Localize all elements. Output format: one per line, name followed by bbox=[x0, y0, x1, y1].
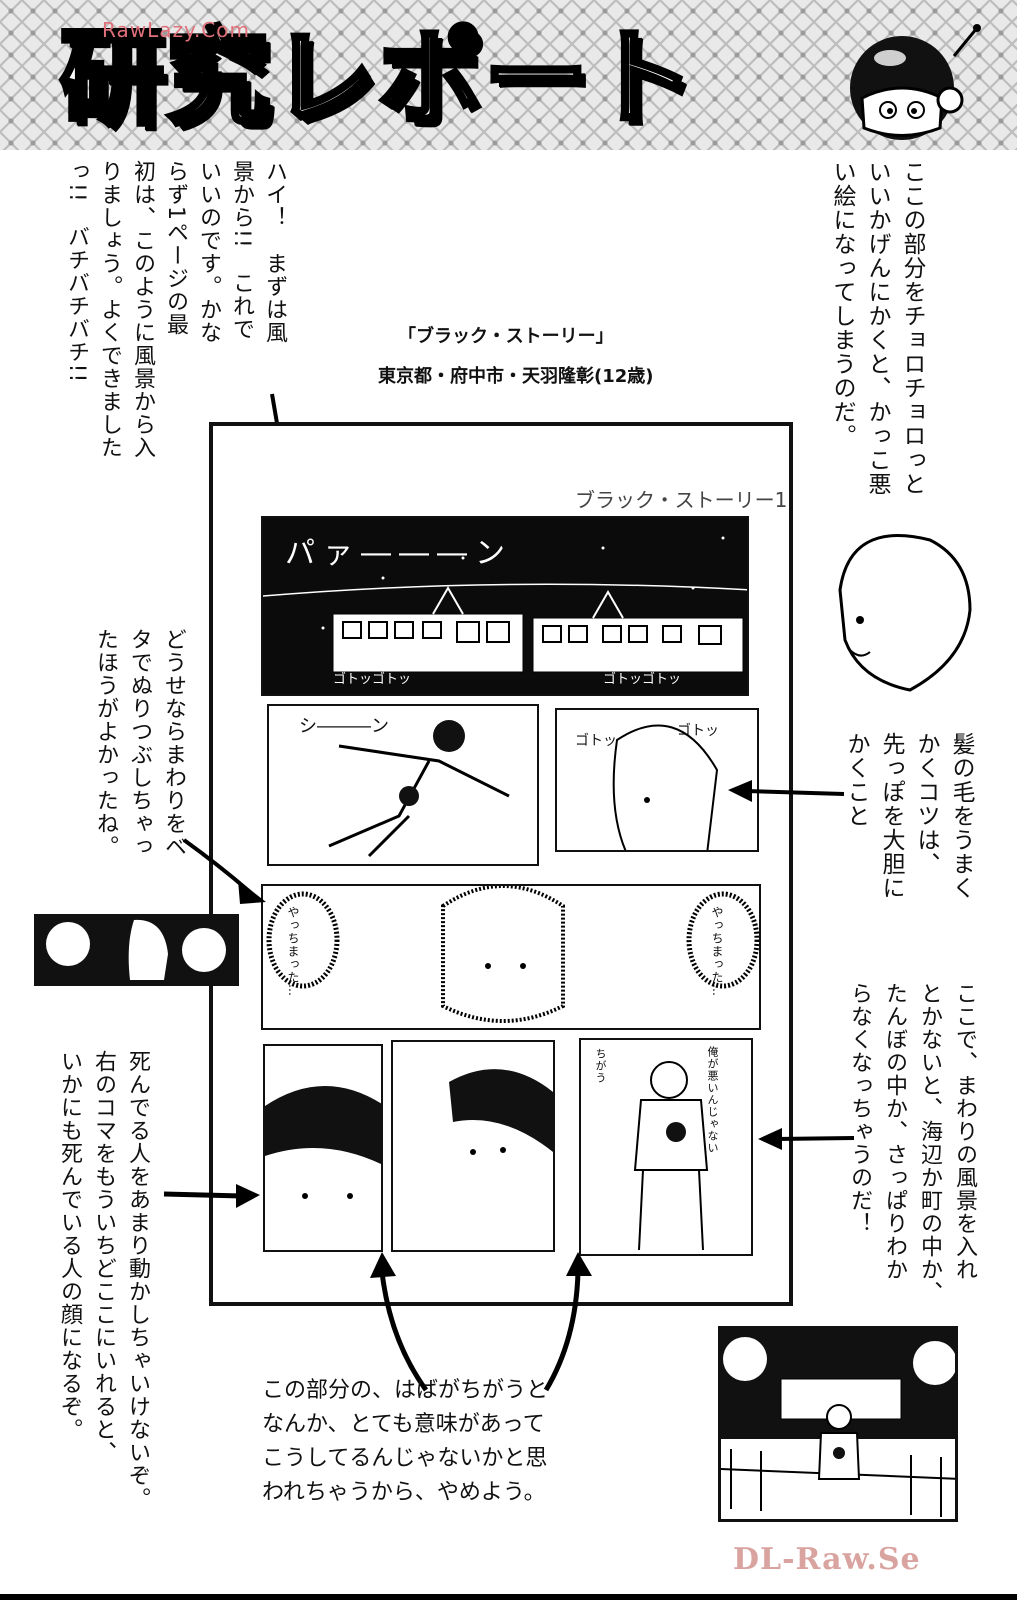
sfx-gotogoto-2: ゴトッゴトッ bbox=[603, 672, 682, 687]
panel-face-1 bbox=[263, 1044, 383, 1252]
mascot-helmet-icon bbox=[850, 24, 981, 140]
note-mid-left: どうせならまわりをベ タでぬりつぶしちゃっ たほうがよかったね。 bbox=[93, 628, 186, 858]
arrow-right-icon bbox=[163, 1184, 260, 1208]
standing-figure-icon bbox=[633, 1061, 709, 1251]
note-top-right: ここの部分をチョロチョロっと いいかげんにかくと、かっこ悪 い絵になってしまうの… bbox=[829, 160, 925, 496]
bubble-ore-ga-warui: 俺が悪いんじゃない bbox=[706, 1046, 719, 1154]
background-example-panel bbox=[718, 1326, 958, 1522]
note-lower-right: ここで、まわりの風景を入れ とかないと、海辺か町の中か、 たんぼの中か、さっぱり… bbox=[847, 982, 977, 1304]
manga-page-title: ブラック・ストーリー1 bbox=[575, 488, 788, 512]
panel-body: シ―――ン bbox=[267, 704, 539, 866]
note-top-left: ハイ！ まずは風 景から!! これで いいのです。かな らず1ページの最 初は、… bbox=[64, 160, 287, 459]
spiky-bubbles-icon bbox=[266, 886, 759, 1023]
arrow-down-right-icon bbox=[182, 838, 266, 904]
author-line: 東京都・府中市・天羽隆彰(12歳) bbox=[378, 366, 654, 387]
panel-standing: ちがう 俺が悪いんじゃない bbox=[579, 1038, 753, 1256]
page-title: 研究レポート bbox=[57, 15, 697, 142]
note-bottom-center: この部分の、はばがちがうと なんか、とても意味があって こうしてるんじゃないかと… bbox=[262, 1378, 549, 1505]
scenery-icon bbox=[721, 1329, 955, 1517]
black-strip-example bbox=[34, 914, 239, 986]
manga-page: ブラック・ストーリー1 パァ―――ン ゴトッゴトッ ゴトッゴトッ bbox=[209, 422, 793, 1306]
header-band bbox=[0, 0, 1017, 150]
train-drawing-icon bbox=[263, 536, 747, 673]
bubble-yacchimatta-2: やっちまった… bbox=[710, 906, 724, 997]
note-mid-right: 髪の毛をうまく かくコツは、 先っぽを大胆に かくこと bbox=[843, 732, 974, 900]
sfx-shiin: シ―――ン bbox=[299, 716, 389, 737]
face-icon bbox=[449, 1069, 553, 1155]
bubble-chigau: ちがう bbox=[594, 1048, 607, 1084]
sfx-paan: パァ―――ン bbox=[285, 536, 513, 571]
panel-hair: ゴトッ ゴトッ bbox=[555, 708, 759, 852]
panel-face-2 bbox=[391, 1040, 555, 1252]
work-title: 「ブラック・ストーリー」 bbox=[398, 326, 614, 347]
curved-arrows-icon bbox=[370, 1252, 592, 1392]
bottom-border bbox=[0, 1594, 1017, 1600]
hair-example-icon bbox=[838, 534, 972, 692]
panel-bubbles: やっちまった… やっちまった… bbox=[261, 884, 761, 1030]
arrow-left-icon bbox=[728, 780, 845, 802]
sfx-goto-1: ゴトッ bbox=[575, 733, 617, 749]
arrow-left-icon bbox=[758, 1128, 855, 1150]
strip-drawing-icon bbox=[46, 919, 226, 980]
bubble-yacchimatta-1: やっちまった… bbox=[286, 906, 300, 997]
face-icon bbox=[265, 1086, 381, 1199]
panel-train: パァ―――ン ゴトッゴトッ ゴトッゴトッ bbox=[261, 516, 749, 696]
lying-body-icon bbox=[328, 720, 510, 858]
note-lower-left: 死んでる人をあまり動かしちゃいけないぞ。 右のコマをもういちどここにいれると、 … bbox=[57, 1050, 150, 1510]
sfx-gotogoto-1: ゴトッゴトッ bbox=[333, 672, 412, 687]
watermark-top: RawLazy.Com bbox=[102, 18, 250, 42]
hair-head-icon bbox=[612, 724, 719, 850]
watermark-bottom: DL-Raw.Se bbox=[733, 1542, 921, 1577]
